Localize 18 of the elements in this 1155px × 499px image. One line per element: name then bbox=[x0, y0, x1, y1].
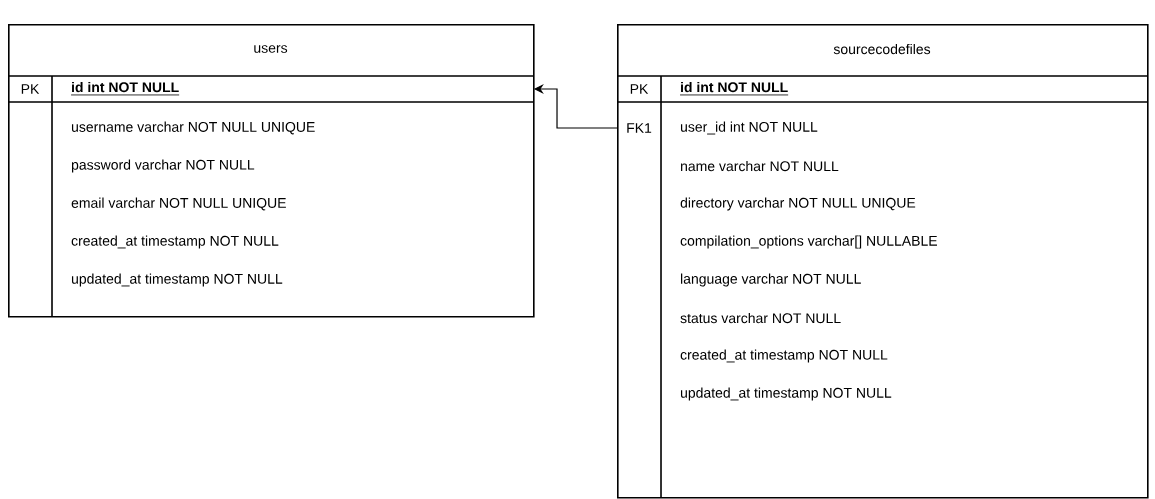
key-label: FK1 bbox=[627, 123, 652, 133]
column-text: user_id int NOT NULL bbox=[681, 121, 818, 135]
key-label: PK bbox=[630, 84, 649, 94]
column-text: username varchar NOT NULL UNIQUE bbox=[72, 121, 315, 135]
column-text: created_at timestamp NOT NULL bbox=[680, 349, 888, 363]
column-text: name varchar NOT NULL bbox=[681, 160, 839, 172]
column-text: updated_at timestamp NOT NULL bbox=[72, 273, 283, 287]
column-text: status varchar NOT NULL bbox=[680, 312, 841, 324]
column-text: created_at timestamp NOT NULL bbox=[71, 235, 279, 249]
column-text: password varchar NOT NULL bbox=[72, 159, 255, 173]
column-text: id int NOT NULL bbox=[70, 81, 180, 96]
column-text: id int NOT NULL bbox=[679, 81, 789, 96]
column-text: language varchar NOT NULL bbox=[681, 273, 861, 287]
column-text: directory varchar NOT NULL UNIQUE bbox=[680, 197, 916, 211]
column-text: email varchar NOT NULL UNIQUE bbox=[71, 197, 286, 211]
column-text: updated_at timestamp NOT NULL bbox=[681, 387, 892, 401]
column-text: compilation_options varchar[] NULLABLE bbox=[680, 235, 937, 249]
key-label: PK bbox=[21, 84, 40, 94]
